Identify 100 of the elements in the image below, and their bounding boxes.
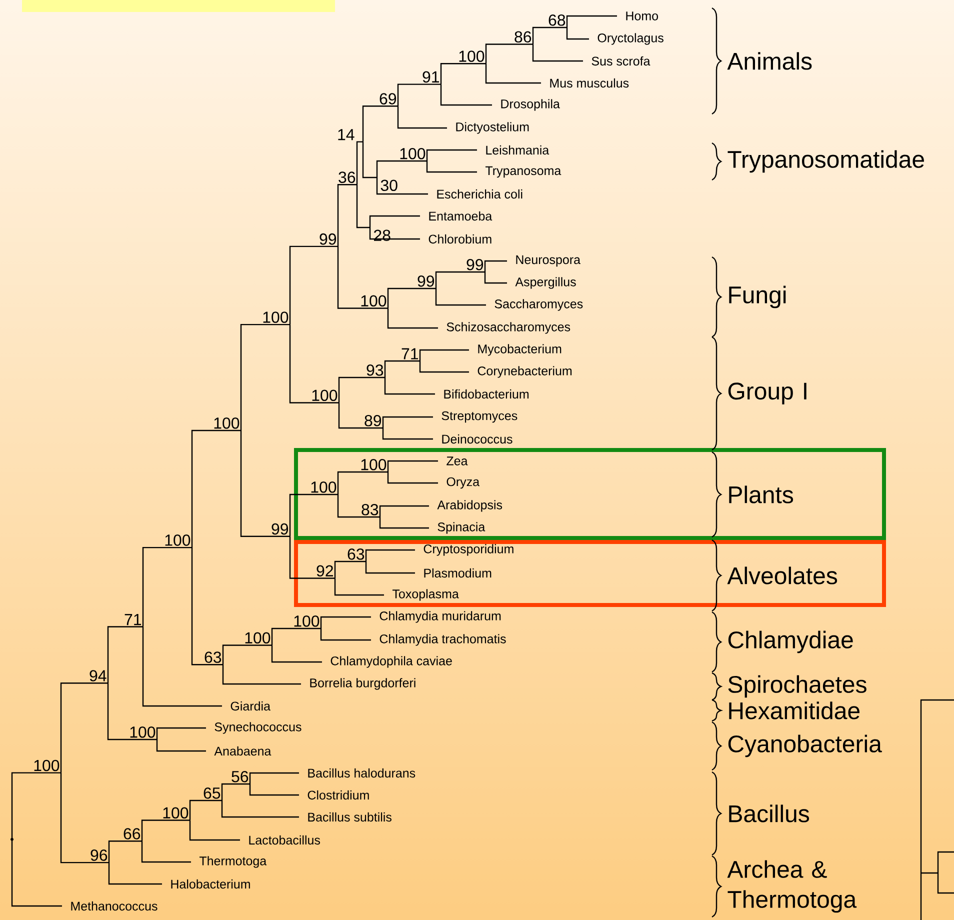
tree-branch bbox=[289, 246, 338, 325]
taxon-label: Homo bbox=[626, 12, 658, 20]
group-label: Trypanosomatidae bbox=[728, 150, 924, 173]
group-label: Hexamitidae bbox=[729, 702, 860, 720]
tree-branch bbox=[440, 63, 486, 84]
tree-branch bbox=[271, 645, 322, 663]
bootstrap-value: 71 bbox=[124, 614, 141, 626]
bootstrap-value: 100 bbox=[294, 615, 320, 627]
tree-branch bbox=[356, 141, 363, 185]
tree-branch bbox=[382, 416, 433, 428]
taxon-label: Chlamydophila caviae bbox=[330, 656, 452, 668]
taxon-label: Escherichia coli bbox=[437, 189, 522, 199]
bootstrap-value: 89 bbox=[364, 414, 382, 426]
taxon-label: Oryctolagus bbox=[598, 33, 664, 45]
taxon-label: Plasmodium bbox=[424, 568, 492, 578]
group-label: Bacillus bbox=[729, 804, 810, 822]
taxon-label: Bacillus subtilis bbox=[308, 812, 392, 822]
bootstrap-value: 71 bbox=[402, 348, 418, 360]
group-label: Spirochaetes bbox=[728, 675, 866, 698]
taxon-label: Dictyostelium bbox=[456, 122, 529, 134]
tree-branch bbox=[419, 360, 469, 373]
tree-branch bbox=[221, 783, 250, 800]
tree-branch bbox=[222, 644, 272, 665]
taxon-label: Deinococcus bbox=[442, 434, 512, 444]
tree-branch bbox=[369, 215, 420, 228]
tree-branch bbox=[435, 288, 486, 306]
group-label: Group I bbox=[728, 382, 806, 404]
tree-branch bbox=[141, 820, 190, 842]
group-label: Archea & Thermotoga bbox=[727, 860, 857, 913]
group-label: Alveolates bbox=[727, 566, 838, 584]
bootstrap-value: 65 bbox=[204, 787, 220, 799]
taxon-label: Lactobacillus bbox=[249, 835, 320, 845]
tree-branch bbox=[334, 560, 366, 578]
bootstrap-value: 100 bbox=[263, 312, 288, 323]
tree-branch bbox=[387, 472, 438, 484]
taxon-label: Synechococcus bbox=[214, 722, 302, 734]
bootstrap-value: 100 bbox=[361, 295, 386, 307]
tree-branch bbox=[60, 682, 108, 773]
taxon-label: Thermotoga bbox=[199, 856, 267, 868]
tree-branch bbox=[240, 430, 290, 537]
bootstrap-value: 63 bbox=[204, 652, 222, 663]
bootstrap-value: 91 bbox=[422, 71, 439, 83]
bootstrap-value: 100 bbox=[165, 534, 190, 546]
taxon-label: Mus musculus bbox=[550, 78, 629, 88]
tree-branch bbox=[338, 376, 385, 403]
bootstrap-value: 93 bbox=[366, 364, 384, 376]
tree-branch bbox=[426, 149, 477, 161]
tree-branch bbox=[249, 772, 299, 784]
tree-branch bbox=[566, 27, 589, 40]
bootstrap-value: 96 bbox=[90, 850, 108, 861]
taxon-label: Drosophila bbox=[501, 99, 560, 111]
taxon-label: Chlamydia muridarum bbox=[380, 611, 501, 623]
tree-branch bbox=[379, 505, 429, 517]
tree-branch bbox=[382, 428, 433, 440]
tree-branch bbox=[240, 324, 290, 430]
tree-branch bbox=[108, 840, 142, 863]
bootstrap-value: 100 bbox=[361, 458, 386, 470]
tree-branch bbox=[566, 15, 617, 28]
taxon-label: Aspergillus bbox=[515, 277, 576, 289]
taxon-label: Chlorobium bbox=[428, 234, 492, 244]
taxon-label: Leishmania bbox=[486, 145, 550, 155]
bootstrap-value: 100 bbox=[130, 726, 156, 738]
tree-branch bbox=[356, 184, 370, 228]
tree-branch bbox=[387, 308, 438, 329]
tree-branch bbox=[338, 402, 383, 429]
bootstrap-value: 68 bbox=[548, 14, 566, 26]
tree-branch bbox=[387, 288, 436, 308]
bootstrap-value: 100 bbox=[459, 50, 484, 62]
group-label: Chlamydiae bbox=[728, 630, 853, 654]
tree-branch bbox=[271, 628, 321, 646]
bootstrap-value: 100 bbox=[245, 632, 270, 644]
tree-branch bbox=[379, 516, 429, 529]
bootstrap-value: 63 bbox=[348, 548, 364, 560]
bootstrap-value: 100 bbox=[400, 148, 426, 160]
bootstrap-value: 14 bbox=[338, 129, 354, 140]
tree-branch bbox=[289, 536, 335, 579]
bootstrap-value: 100 bbox=[163, 807, 188, 819]
bootstrap-value: 94 bbox=[90, 670, 106, 682]
tree-branch bbox=[440, 84, 492, 106]
tree-branch bbox=[435, 271, 485, 288]
bootstrap-value: 100 bbox=[214, 417, 240, 429]
tree-branch bbox=[384, 377, 435, 395]
tree-branch bbox=[376, 160, 427, 178]
tree-branch bbox=[191, 430, 241, 548]
tree-branch bbox=[387, 460, 438, 472]
tree-branch bbox=[365, 549, 415, 562]
tree-branch bbox=[289, 324, 339, 404]
tree-branch bbox=[108, 862, 162, 885]
tree-branch bbox=[384, 360, 420, 378]
taxon-label: Spinacia bbox=[438, 522, 486, 534]
group-label: Fungi bbox=[729, 286, 786, 308]
taxon-label: Chlamydia trachomatis bbox=[380, 634, 506, 646]
tree-branch bbox=[484, 272, 507, 284]
bootstrap-value: 99 bbox=[272, 523, 288, 535]
tree-branch bbox=[191, 548, 223, 666]
tree-branch bbox=[141, 841, 191, 863]
tree-branch bbox=[249, 784, 299, 796]
group-label: Animals bbox=[727, 52, 812, 70]
tree-branch bbox=[156, 739, 206, 752]
tree-branch bbox=[60, 772, 109, 864]
